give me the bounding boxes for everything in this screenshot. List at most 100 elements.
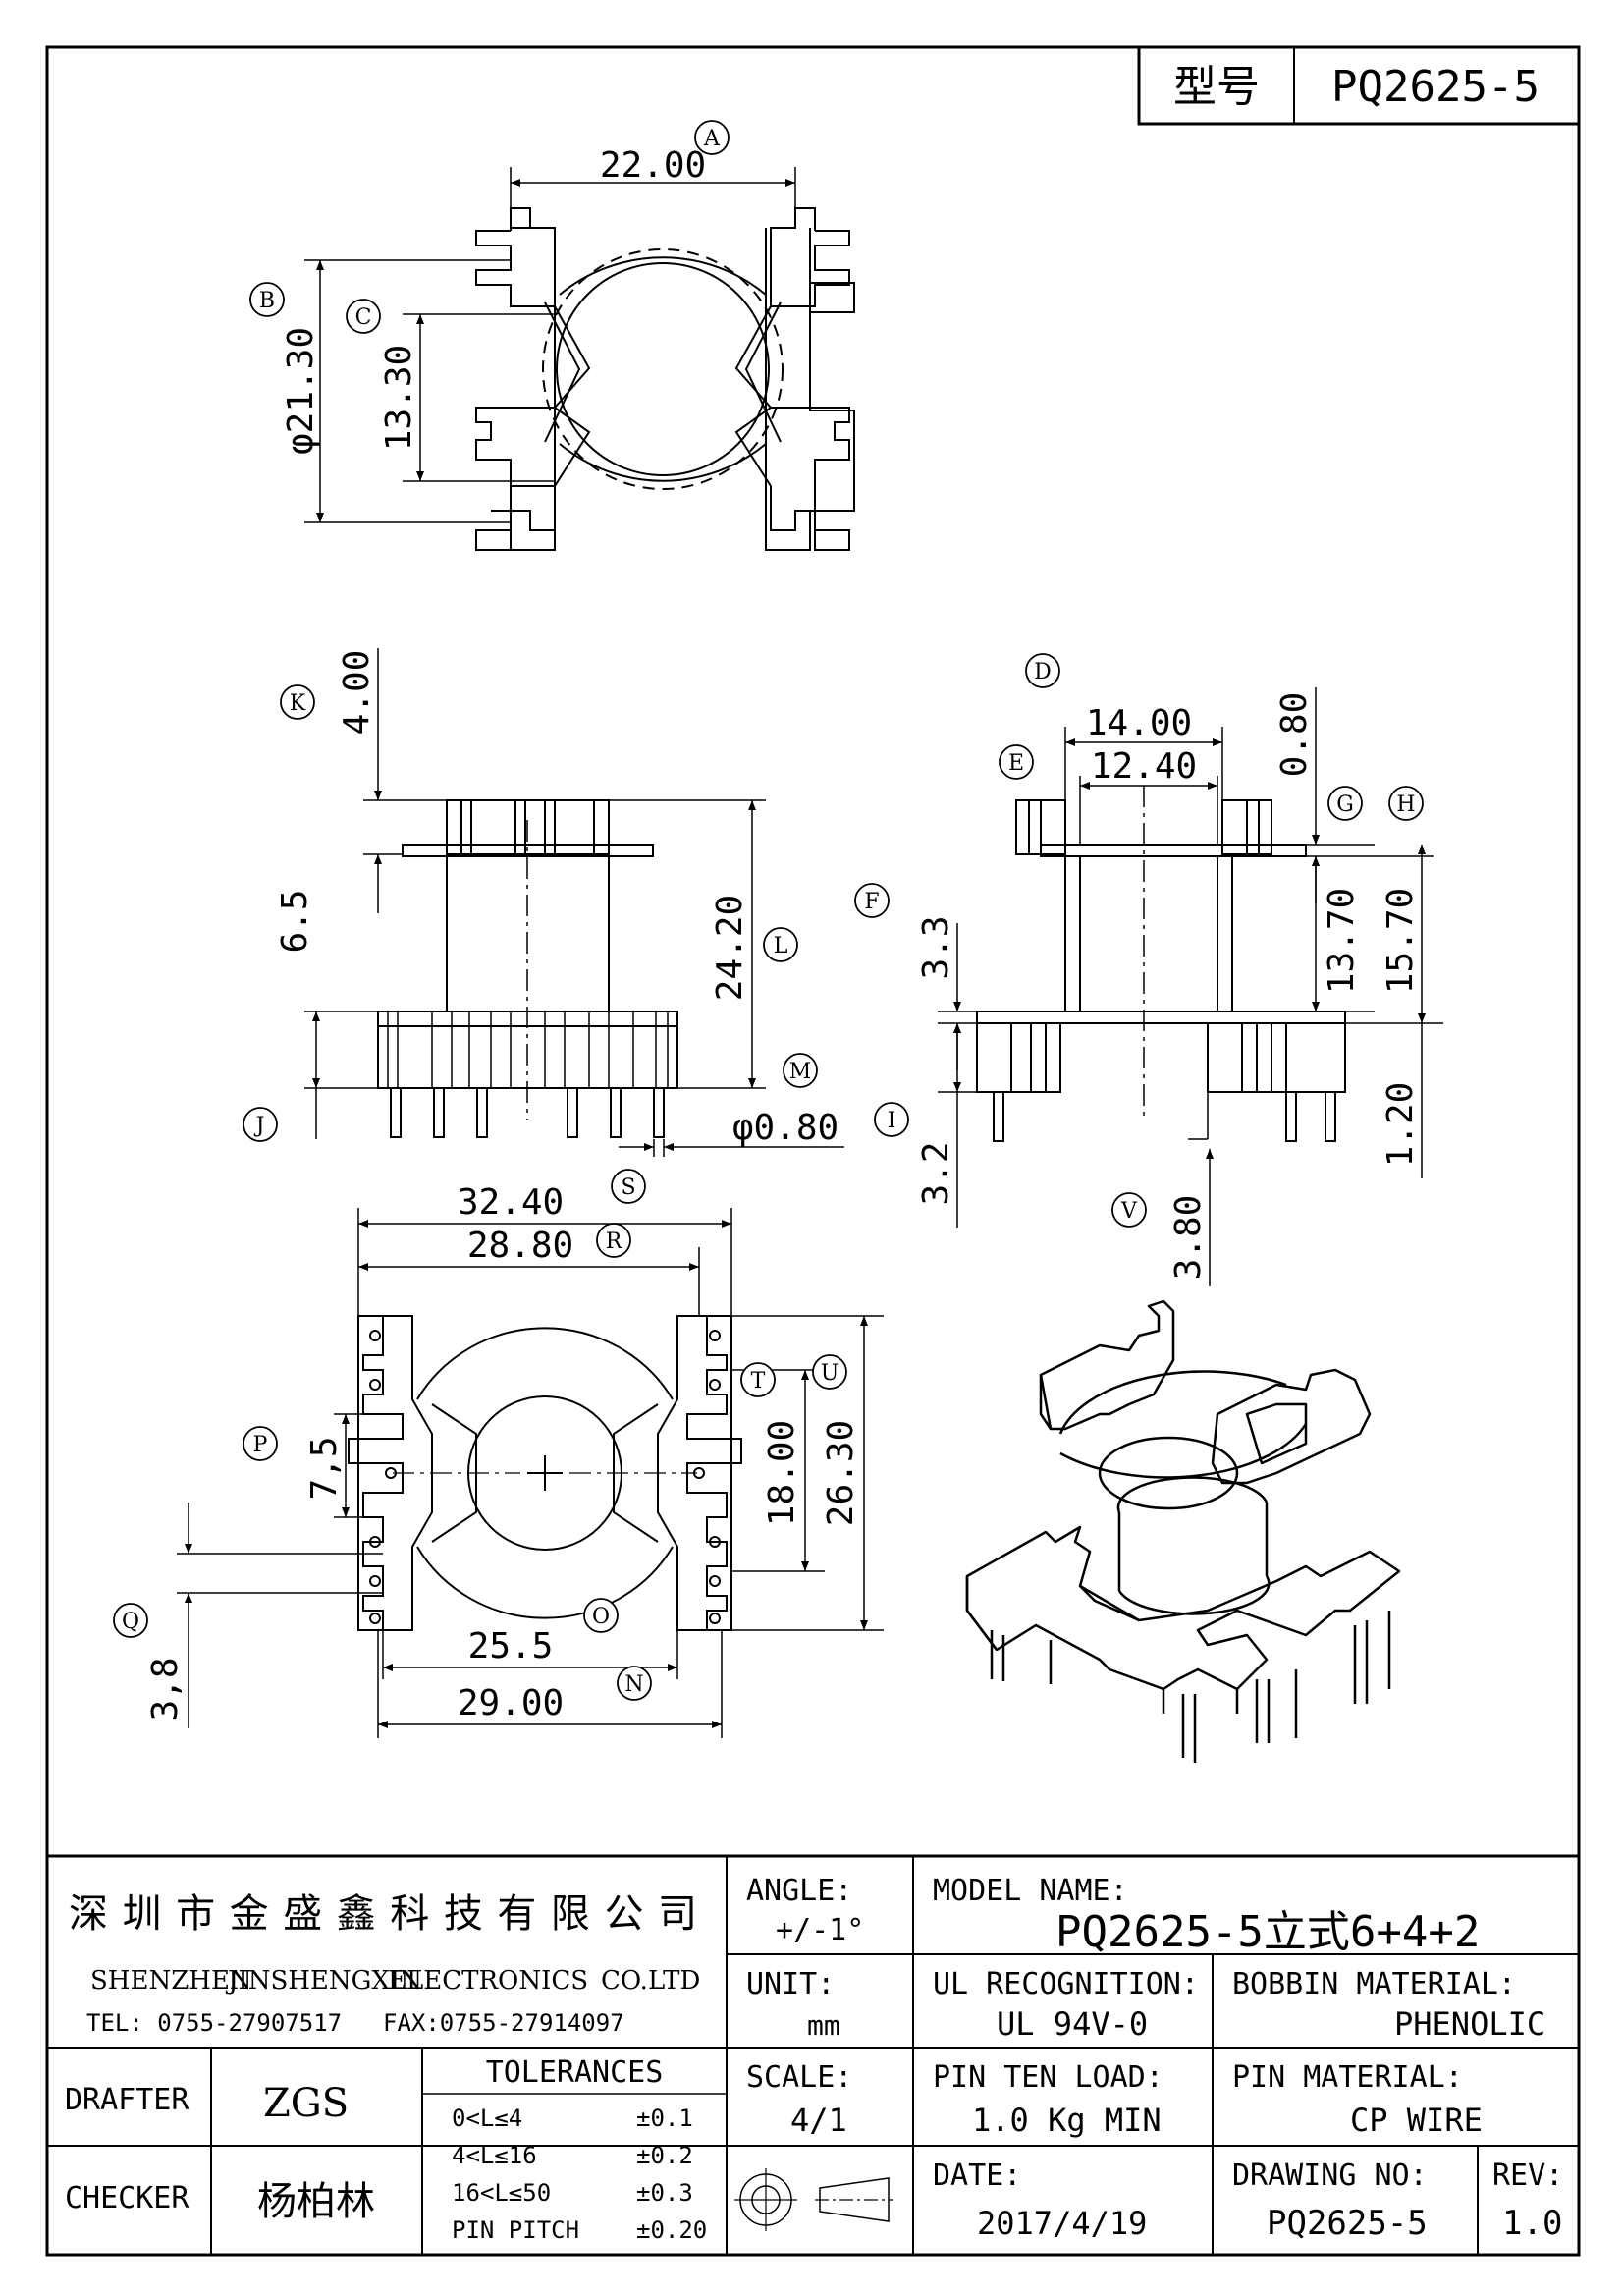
svg-text:R: R bbox=[606, 1230, 623, 1254]
callout-h: H bbox=[1388, 786, 1424, 821]
date-label: DATE: bbox=[933, 2159, 1021, 2193]
pin-load-value: 1.0 Kg MIN bbox=[972, 2102, 1162, 2139]
dim-o: 25.5 bbox=[468, 1626, 554, 1667]
bottom-view bbox=[348, 1315, 742, 1631]
date-value: 2017/4/19 bbox=[977, 2205, 1147, 2242]
bobbin-value: PHENOLIC bbox=[1394, 2005, 1545, 2043]
svg-text:E: E bbox=[1008, 751, 1024, 776]
company-en-4: CO.LTD bbox=[601, 1966, 700, 1995]
svg-text:N: N bbox=[624, 1672, 643, 1697]
dim-p: 7,5 bbox=[304, 1436, 345, 1500]
svg-text:Q: Q bbox=[122, 1610, 139, 1634]
svg-text:B: B bbox=[259, 289, 275, 313]
svg-text:V: V bbox=[1120, 1199, 1138, 1224]
tol-range: 16<L≤50 bbox=[452, 2179, 551, 2207]
ul-label: UL RECOGNITION: bbox=[933, 1967, 1199, 2001]
rev-value: 1.0 bbox=[1502, 2204, 1562, 2243]
front-view-dims: 4.00 6.5 24.20 φ0.80 bbox=[275, 648, 844, 1157]
side-view bbox=[976, 786, 1346, 1142]
svg-text:K: K bbox=[290, 691, 306, 716]
dim-q: 3,8 bbox=[145, 1657, 186, 1721]
drawing-no-label: DRAWING NO: bbox=[1232, 2159, 1428, 2193]
drawing-no-value: PQ2625-5 bbox=[1267, 2204, 1428, 2243]
header-box: 型号 PQ2625-5 bbox=[1137, 45, 1581, 126]
drafter-value: ZGS bbox=[263, 2081, 349, 2126]
callout-r: R bbox=[596, 1223, 631, 1258]
ul-value: UL 94V-0 bbox=[997, 2005, 1148, 2043]
pin-load-label: PIN TEN LOAD: bbox=[933, 2060, 1163, 2095]
callout-u: U bbox=[812, 1354, 847, 1390]
svg-text:S: S bbox=[621, 1175, 635, 1200]
svg-text:J: J bbox=[254, 1114, 265, 1138]
tolerances-label: TOLERANCES bbox=[486, 2055, 664, 2090]
dim-h13: 13.70 bbox=[1322, 888, 1362, 994]
top-view-dims: 22.00 φ21.30 13.30 bbox=[281, 145, 796, 523]
tol-value: ±0.20 bbox=[636, 2216, 707, 2244]
svg-text:L: L bbox=[774, 934, 788, 958]
type-label: 型号 bbox=[1173, 62, 1260, 112]
callout-e: E bbox=[999, 744, 1034, 780]
company-cn: 深圳市金盛鑫科技有限公司 bbox=[69, 1891, 697, 1937]
pin-material-value: CP WIRE bbox=[1350, 2102, 1483, 2139]
dim-j120: 1.20 bbox=[1380, 1082, 1421, 1168]
callout-j: J bbox=[243, 1107, 278, 1142]
callout-g: G bbox=[1327, 786, 1363, 821]
title-block-text: 深圳市金盛鑫科技有限公司 SHENZHEN JINSHENGXIN ELECTR… bbox=[65, 1874, 1563, 2244]
tol-value: ±0.1 bbox=[636, 2105, 693, 2132]
callout-m: M bbox=[783, 1053, 818, 1088]
callout-d: D bbox=[1025, 653, 1060, 688]
callout-t: T bbox=[740, 1362, 776, 1397]
callout-c: C bbox=[346, 299, 381, 334]
bottom-view-dims: 32.40 28.80 7,5 3,8 18.00 26.30 25.5 29.… bbox=[145, 1182, 884, 1738]
company-en-2: JINSHENGXIN bbox=[225, 1966, 422, 1995]
callout-v: V bbox=[1111, 1192, 1147, 1228]
callout-k: K bbox=[280, 684, 315, 720]
top-view bbox=[475, 207, 855, 551]
dim-k: 4.00 bbox=[337, 650, 377, 736]
callout-p: P bbox=[243, 1426, 278, 1461]
scale-value: 4/1 bbox=[790, 2102, 847, 2139]
tol-range: PIN PITCH bbox=[452, 2216, 579, 2244]
dim-h15: 15.70 bbox=[1380, 888, 1421, 994]
tol-value: ±0.2 bbox=[636, 2142, 693, 2169]
dim-t: 18.00 bbox=[762, 1420, 802, 1526]
dim-s: 32.40 bbox=[458, 1182, 564, 1223]
dim-m: φ0.80 bbox=[732, 1108, 839, 1148]
drafter-label: DRAFTER bbox=[65, 2083, 189, 2117]
svg-text:T: T bbox=[751, 1369, 766, 1394]
header-model: PQ2625-5 bbox=[1331, 62, 1540, 112]
fax: FAX:0755-27914097 bbox=[383, 2009, 624, 2037]
dim-c: 13.30 bbox=[379, 345, 419, 451]
dim-6-5: 6.5 bbox=[275, 889, 315, 953]
svg-text:D: D bbox=[1034, 660, 1052, 684]
callout-o: O bbox=[583, 1598, 619, 1633]
dim-d: 14.00 bbox=[1086, 703, 1192, 743]
svg-text:H: H bbox=[1396, 793, 1415, 817]
dim-a: 22.00 bbox=[600, 145, 706, 186]
callout-s: S bbox=[611, 1169, 646, 1204]
rev-label: REV: bbox=[1492, 2159, 1563, 2193]
svg-text:C: C bbox=[355, 305, 372, 330]
dim-n: 29.00 bbox=[458, 1683, 564, 1723]
svg-text:A: A bbox=[703, 127, 721, 151]
model-name-label: MODEL NAME: bbox=[933, 1874, 1128, 1908]
dim-l: 24.20 bbox=[710, 895, 750, 1001]
dim-g: 0.80 bbox=[1274, 692, 1315, 778]
company-en-3: ELECTRONICS bbox=[388, 1966, 588, 1995]
dim-u: 26.30 bbox=[821, 1420, 861, 1526]
dim-r: 28.80 bbox=[467, 1226, 573, 1266]
svg-text:P: P bbox=[253, 1433, 268, 1457]
title-block bbox=[47, 1854, 1579, 2255]
callout-b: B bbox=[249, 282, 285, 317]
isometric-view bbox=[965, 1299, 1401, 1763]
angle-value: +/-1° bbox=[776, 1913, 864, 1947]
tol-value: ±0.3 bbox=[636, 2179, 693, 2207]
svg-text:G: G bbox=[1336, 793, 1354, 817]
checker-label: CHECKER bbox=[65, 2181, 189, 2215]
tol-range: 4<L≤16 bbox=[452, 2142, 537, 2169]
callout-i: I bbox=[874, 1102, 909, 1137]
callout-n: N bbox=[617, 1666, 652, 1701]
bobbin-label: BOBBIN MATERIAL: bbox=[1232, 1967, 1516, 2001]
